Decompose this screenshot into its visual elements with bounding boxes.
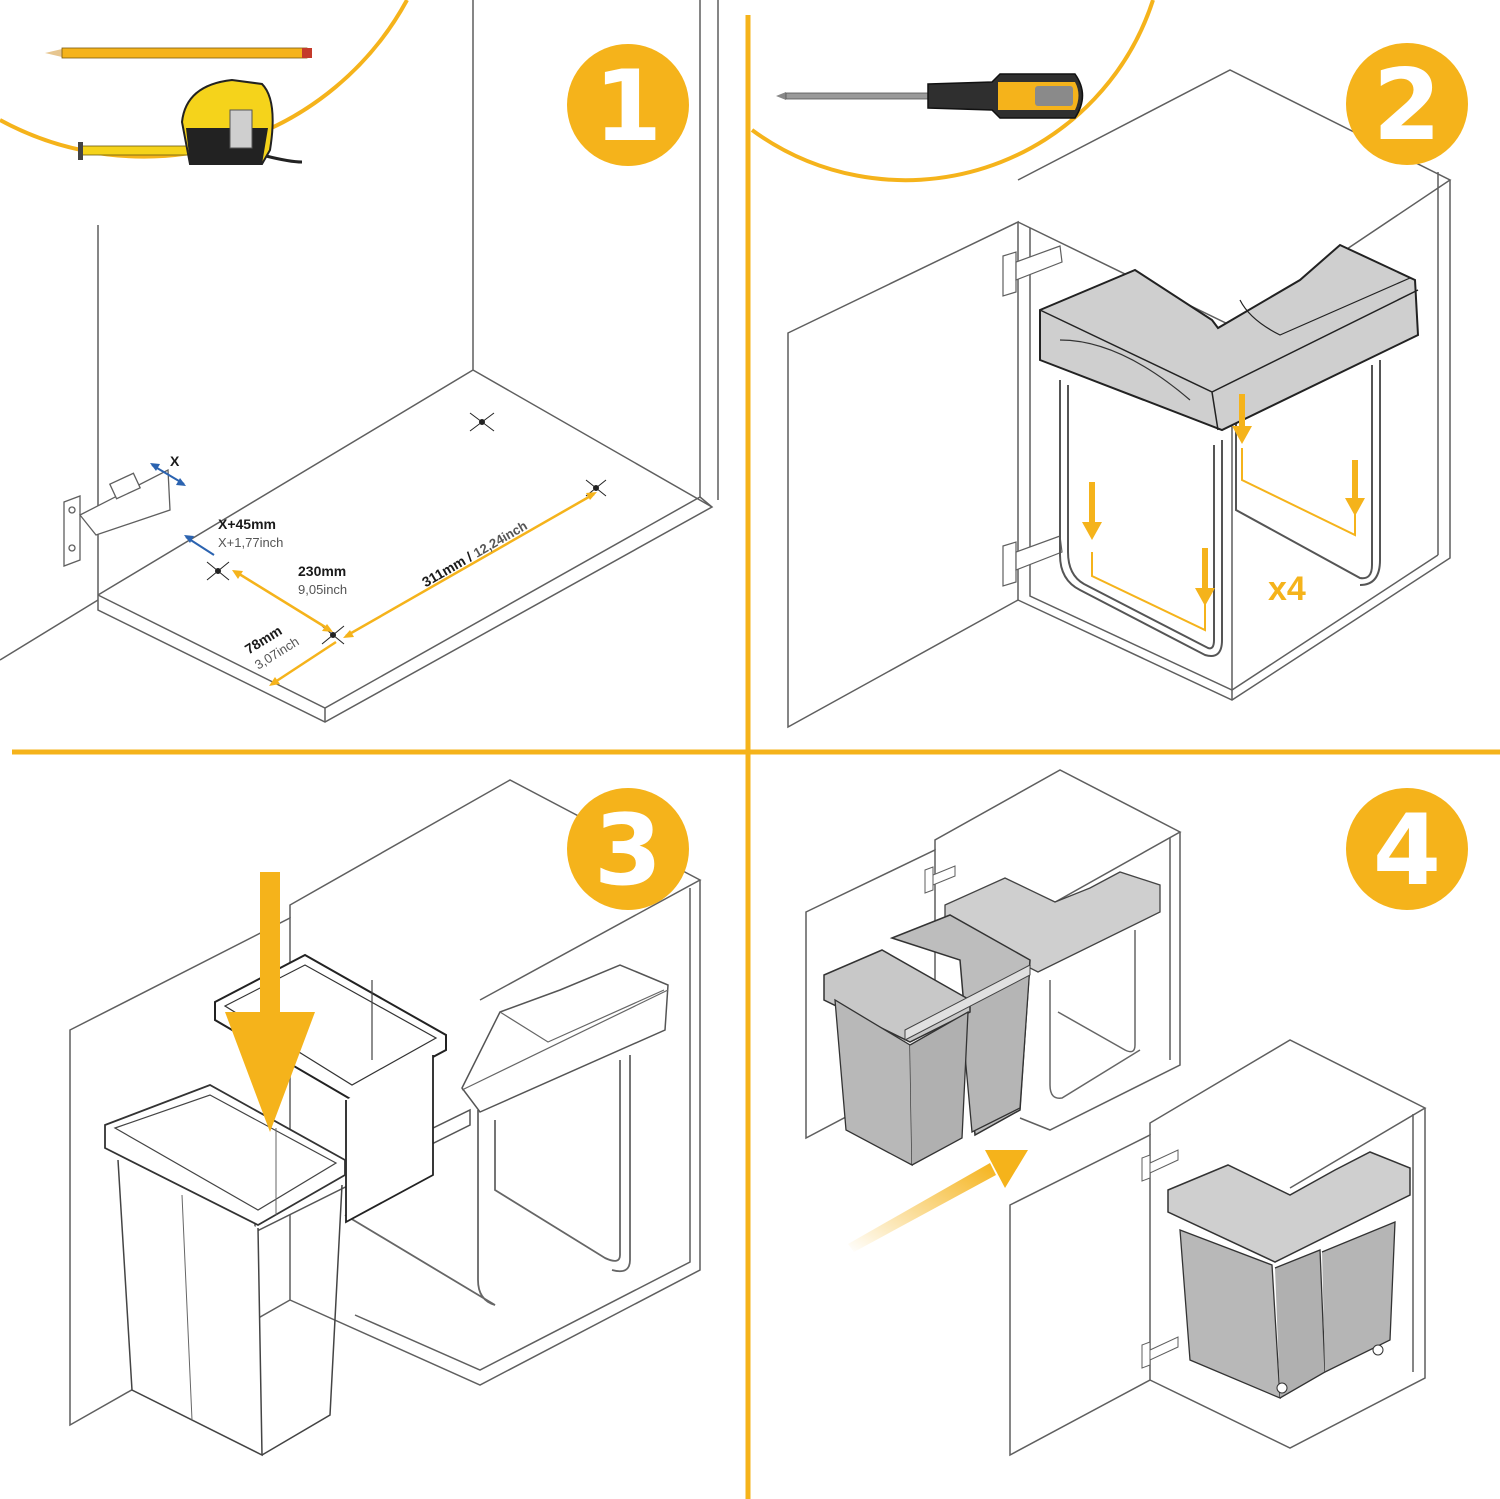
step-badge-1: [567, 44, 689, 166]
step-badge-3: [567, 788, 689, 910]
tools-circle-2: [750, 0, 1155, 183]
step-number-2: 2: [1373, 49, 1441, 163]
offset-inch-label: X+1,77inch: [218, 535, 283, 550]
hinge-top-icon: [1002, 245, 1063, 297]
panel-step-2: x4 2: [750, 0, 1468, 729]
hinge-lower-top-icon: [1141, 1149, 1179, 1182]
depth-line: [235, 570, 331, 632]
step-badge-4: [1346, 788, 1468, 910]
screw-arrows: [1082, 394, 1365, 606]
panel-step-3: 3: [69, 779, 702, 1457]
pull-out-frame: [1059, 360, 1381, 657]
screwdriver-icon: [776, 73, 1084, 119]
hinge-offset-label: X: [170, 453, 180, 469]
step-number-3: 3: [594, 794, 662, 908]
hinge-icon: [63, 468, 171, 567]
hinge-bottom-icon: [1002, 535, 1063, 587]
panel-step-4: 4: [805, 769, 1468, 1457]
insert-arrow-icon: [225, 872, 315, 1132]
front-line: [271, 640, 337, 686]
drill-marks: [206, 412, 607, 645]
step-badge-2: [1346, 43, 1468, 165]
installed-bins: [1167, 1151, 1411, 1400]
pull-out-frame-3: [344, 1055, 631, 1306]
step-number-4: 4: [1373, 794, 1441, 908]
pulled-bins: [823, 914, 1031, 1167]
screw-guide-lines: [1091, 448, 1356, 632]
slide-in-arrow-icon: [848, 1150, 1028, 1252]
step-number-1: 1: [594, 50, 662, 164]
offset-mm-label: X+45mm: [218, 516, 276, 532]
bin-lid-3: [461, 964, 669, 1113]
screw-count-label: x4: [1268, 570, 1306, 608]
width-line: [345, 492, 595, 638]
width-label: 311mm / 12,24inch: [419, 517, 530, 590]
hinge-upper-icon: [924, 865, 956, 894]
width-inch-label: 12,24inch: [471, 518, 530, 561]
pencil-icon: [45, 47, 312, 59]
bin-lid: [1039, 243, 1420, 432]
front-bin: [104, 1084, 346, 1457]
panel-step-1: X X+45mm X+1,77inch 230mm 9,05inch 78mm …: [0, 0, 719, 723]
depth-inch-label: 9,05inch: [298, 582, 347, 597]
hinge-lower-bottom-icon: [1141, 1336, 1179, 1369]
pull-out-frame-4: [1049, 930, 1141, 1099]
tape-measure-icon: [78, 78, 303, 165]
depth-mm-label: 230mm: [298, 563, 346, 579]
